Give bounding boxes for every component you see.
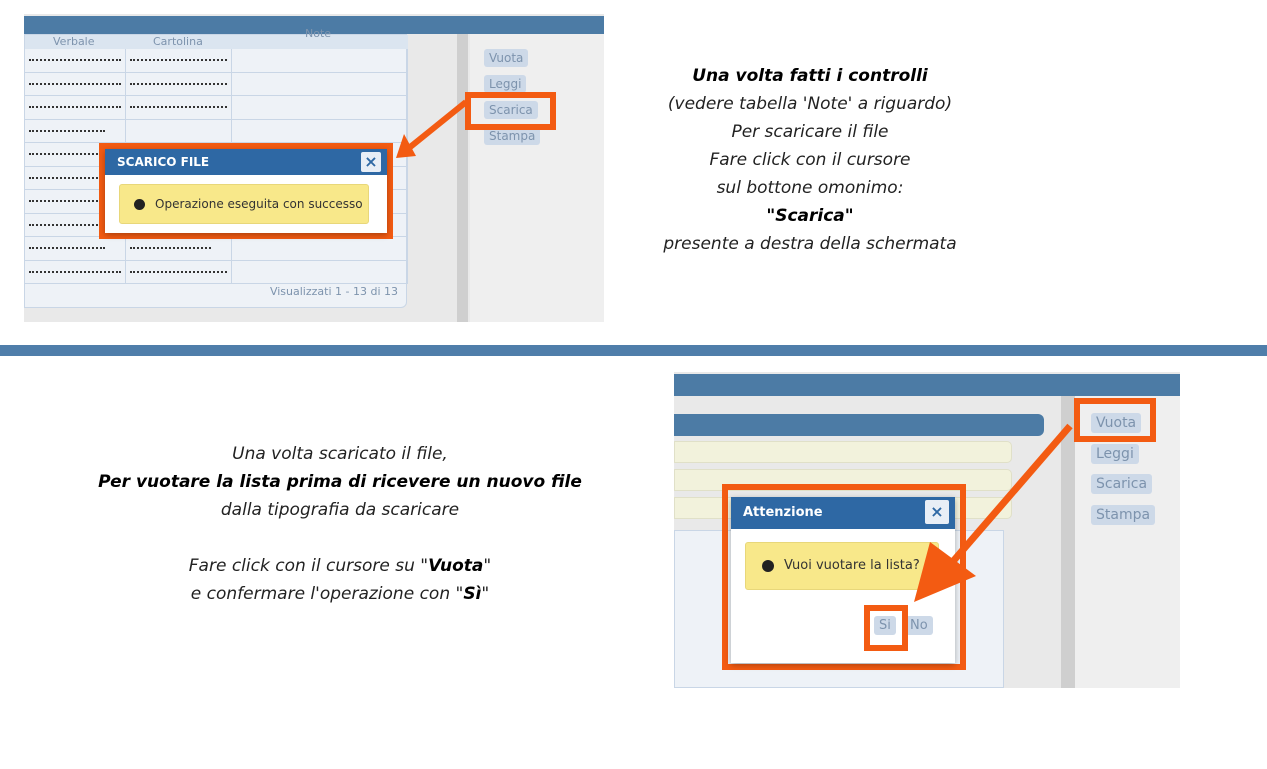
yes-button[interactable]: Si (874, 616, 896, 635)
stampa-button[interactable]: Stampa (484, 127, 541, 145)
table-cell (25, 96, 126, 120)
table-footer: Visualizzati 1 - 13 di 13 (269, 285, 398, 298)
table-cell (126, 96, 232, 120)
attenzione-dialog: Attenzione × Vuoi vuotare la lista? Si N… (731, 497, 955, 663)
table-cell (126, 72, 232, 96)
scrollbar[interactable] (1061, 396, 1075, 688)
table-cell (25, 260, 126, 284)
warning-icon (762, 559, 774, 572)
caption-line: Per vuotare la lista prima di ricevere u… (98, 472, 582, 492)
scarica-button[interactable]: Scarica (484, 101, 538, 119)
vuota-button[interactable]: Vuota (484, 49, 529, 67)
caption-line: sul bottone omonimo: (716, 178, 904, 198)
arrow-icon (396, 99, 468, 158)
table-cell (232, 72, 408, 96)
table-cell (126, 260, 232, 284)
screenshot-scarico: Verbale Cartolina Note Visualizzati 1 - … (24, 14, 604, 322)
section-divider (0, 345, 1267, 356)
leggi-button[interactable]: Leggi (1091, 444, 1139, 464)
stampa-button[interactable]: Stampa (1091, 505, 1156, 525)
col-header-note[interactable]: Note (305, 27, 332, 40)
caption-line: dalla tipografia da scaricare (220, 500, 460, 520)
confirm-message: Vuoi vuotare la lista? (745, 542, 939, 590)
col-header-verbale[interactable]: Verbale (53, 35, 95, 48)
bottom-caption: Una volta scaricato il file, Per vuotare… (60, 440, 620, 608)
table-cell (126, 237, 232, 261)
table-cell (232, 96, 408, 120)
no-button[interactable]: No (905, 616, 933, 635)
caption-line: (vedere tabella 'Note' a riguardo) (667, 94, 953, 114)
message-text: Vuoi vuotare la lista? (784, 558, 920, 573)
scarica-button[interactable]: Scarica (1091, 474, 1153, 494)
close-icon[interactable]: × (361, 152, 381, 172)
close-icon[interactable]: × (925, 500, 949, 524)
table-cell (126, 119, 232, 143)
table-cell (25, 119, 126, 143)
table-cell (232, 260, 408, 284)
table-cell (25, 237, 126, 261)
highlight-si (864, 605, 908, 651)
col-header-cartolina[interactable]: Cartolina (153, 35, 203, 48)
scrollbar[interactable] (457, 34, 468, 322)
dialog-title: SCARICO FILE (105, 149, 387, 175)
vuota-button[interactable]: Vuota (1091, 413, 1142, 433)
caption-line: e confermare l'operazione con "Sì" (190, 584, 490, 604)
caption-line: Per scaricare il file (731, 122, 889, 142)
table-cell (25, 49, 126, 73)
message-text: Operazione eseguita con successo (155, 197, 363, 211)
caption-line: Fare click con il cursore su "Vuota" (188, 556, 492, 576)
caption-line: "Scarica" (766, 206, 854, 226)
highlight-scarica (465, 92, 556, 130)
app-header-bar (674, 374, 1180, 396)
table-cell (126, 49, 232, 73)
table-cell (232, 119, 408, 143)
caption-line: Fare click con il cursore (709, 150, 911, 170)
success-message: Operazione eseguita con successo (119, 184, 369, 224)
caption-line: Una volta scaricato il file, (232, 444, 448, 464)
info-icon (134, 199, 145, 210)
caption-line: Una volta fatti i controlli (692, 66, 928, 86)
app-header-bar (24, 16, 604, 34)
highlight-vuota (1074, 398, 1156, 442)
top-caption: Una volta fatti i controlli (vedere tabe… (620, 62, 1000, 258)
highlight-dialog (99, 143, 393, 239)
table-cell (25, 72, 126, 96)
arrow-icon (914, 423, 1073, 602)
dialog-title: Attenzione (731, 497, 955, 529)
caption-line: presente a destra della schermata (663, 234, 957, 254)
table-cell (232, 237, 408, 261)
scarico-file-dialog: SCARICO FILE × Operazione eseguita con s… (105, 149, 387, 233)
table-cell (232, 49, 408, 73)
leggi-button[interactable]: Leggi (484, 75, 527, 93)
screenshot-vuota: Vuota Leggi Scarica Stampa Attenzione × … (674, 372, 1180, 688)
